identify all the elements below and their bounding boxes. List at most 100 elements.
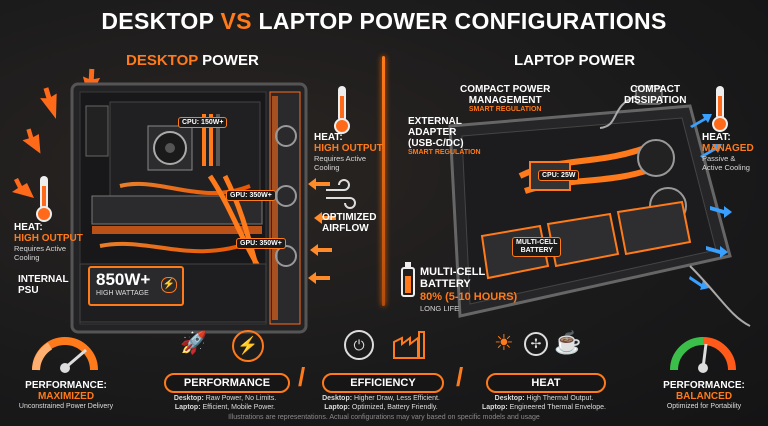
- heat-desktop-text: High Thermal Output.: [524, 395, 594, 402]
- dissipation-line-1: COMPACT: [630, 84, 681, 95]
- perf-max-line-1: PERFORMANCE:: [25, 380, 107, 391]
- laptop-illustration: [401, 85, 751, 327]
- thermometer-icon-laptop: [712, 86, 728, 132]
- battery-label: MULTI-CELL BATTERY 80% (5-10 HOURS) LONG…: [420, 266, 517, 313]
- heat-desc: Desktop: High Thermal Output. Laptop: En…: [466, 394, 622, 412]
- dissipation-label: COMPACT DISSIPATION: [624, 84, 686, 106]
- heat-desc-1: Passive &: [702, 154, 736, 163]
- heat-desc-2: Cooling: [314, 163, 340, 172]
- lightning-icon: ⚡: [161, 277, 177, 293]
- efficiency-desc: Desktop: Higher Draw, Less Efficient. La…: [306, 394, 456, 412]
- separator-slash-2: /: [456, 362, 464, 392]
- eff-desktop-text: Higher Draw, Less Efficient.: [352, 395, 440, 402]
- gpu-tag-desktop-1: GPU: 350W+: [226, 190, 276, 201]
- psu-label-2: PSU: [18, 285, 39, 296]
- thermometer-icon-right: [334, 86, 350, 134]
- heat-label: HEAT:: [314, 132, 343, 143]
- title-part-2: LAPTOP POWER CONFIGURATIONS: [251, 8, 667, 34]
- sun-icon: ☀: [494, 330, 514, 355]
- desktop-heat-right: HEAT: HIGH OUTPUT Requires Active Coolin…: [314, 132, 383, 172]
- heat-desc-2: Cooling: [14, 253, 40, 262]
- adapter-line-3: (USB-C/DC): [408, 138, 464, 149]
- performance-pill: PERFORMANCE: [164, 373, 290, 393]
- heat-laptop-label: Laptop:: [482, 404, 508, 411]
- battery-value: 80% (5-10 HOURS): [420, 291, 518, 303]
- power-mgmt-line-2: MANAGEMENT: [468, 95, 542, 106]
- power-mgmt-sub: SMART REGULATION: [468, 106, 542, 113]
- psu-box: 850W+ HIGH WATTAGE ⚡: [88, 266, 184, 306]
- battery-line-2: BATTERY: [420, 278, 471, 290]
- heat-value: HIGH OUTPUT: [14, 233, 83, 244]
- battery-tag-line-1: MULTI-CELL: [516, 239, 558, 246]
- power-mgmt-line-1: COMPACT POWER: [460, 84, 551, 95]
- plug-icon: ⏻: [344, 330, 374, 360]
- cpu-tag-desktop: CPU: 150W+: [178, 117, 228, 128]
- eff-desktop-label: Desktop:: [322, 395, 353, 402]
- psu-wattage: 850W+: [96, 270, 151, 289]
- perf-desktop-text: Raw Power, No Limits.: [203, 395, 277, 402]
- center-divider: [382, 56, 385, 306]
- factory-icon: [393, 331, 425, 359]
- heat-desc-2: Active Cooling: [702, 163, 750, 172]
- thermometer-icon-left: [36, 176, 52, 222]
- perf-balanced-line-2: BALANCED: [675, 391, 733, 402]
- perf-laptop-label: Laptop:: [174, 404, 201, 411]
- heat-desktop-label: Desktop:: [494, 395, 525, 402]
- heat-value: HIGH OUTPUT: [314, 143, 383, 154]
- perf-balanced-desc: Optimized for Portability: [666, 403, 742, 410]
- battery-line-1: MULTI-CELL: [420, 266, 486, 278]
- perf-laptop-text: Efficient, Mobile Power.: [200, 404, 276, 411]
- heat-laptop-text: Engineered Thermal Envelope.: [507, 404, 606, 411]
- heat-label: HEAT:: [14, 222, 43, 233]
- dissipation-line-2: DISSIPATION: [624, 95, 687, 106]
- desktop-heading-rest: POWER: [197, 52, 259, 69]
- coffee-cup-icon: ☕: [554, 330, 582, 355]
- adapter-line-2: ADAPTER: [408, 127, 457, 138]
- laptop-heat: HEAT: MANAGED Passive & Active Cooling: [702, 132, 754, 172]
- separator-slash-1: /: [298, 362, 306, 392]
- adapter-sub: SMART REGULATION: [408, 149, 481, 156]
- title-vs: VS: [220, 8, 252, 34]
- gauge-icon-balanced: [670, 337, 736, 373]
- heat-desc-1: Requires Active: [14, 244, 67, 253]
- psu-label: INTERNAL PSU: [18, 274, 69, 296]
- airflow-line-1: OPTIMIZED: [322, 212, 377, 223]
- gauge-icon-max: [32, 337, 98, 373]
- heat-value: MANAGED: [702, 143, 754, 154]
- eff-laptop-label: Laptop:: [324, 404, 350, 411]
- gpu-tag-desktop-2: GPU: 350W+: [236, 238, 286, 249]
- battery-tag-laptop: MULTI-CELL BATTERY: [512, 237, 562, 257]
- battery-sub: LONG LIFE: [420, 304, 460, 313]
- desktop-heading-accent: DESKTOP: [126, 52, 198, 69]
- footer-disclaimer: Illustrations are representations. Actua…: [228, 414, 540, 421]
- page-title: DESKTOP VS LAPTOP POWER CONFIGURATIONS: [0, 8, 768, 35]
- desktop-heat-left: HEAT: HIGH OUTPUT Requires Active Coolin…: [14, 222, 83, 262]
- efficiency-pill: EFFICIENCY: [322, 373, 444, 393]
- eff-laptop-text: Optimized, Battery Friendly.: [349, 404, 438, 411]
- perf-desktop-label: Desktop:: [173, 395, 204, 402]
- title-part-1: DESKTOP: [101, 8, 221, 34]
- cpu-tag-laptop: CPU: 25W: [538, 170, 580, 181]
- battery-tag-line-2: BATTERY: [520, 247, 553, 254]
- airflow-label: OPTIMIZED AIRFLOW: [322, 212, 376, 234]
- psu-wattage-sub: HIGH WATTAGE: [96, 290, 149, 297]
- battery-icon: [401, 262, 415, 297]
- heat-desc-1: Requires Active: [314, 154, 367, 163]
- perf-balanced-line-1: PERFORMANCE:: [663, 380, 745, 391]
- power-management-label: COMPACT POWER MANAGEMENT SMART REGULATIO…: [460, 84, 550, 113]
- lightning-icon: ⚡: [232, 330, 264, 362]
- airflow-arrows-icon: [308, 178, 336, 284]
- performance-desc: Desktop: Raw Power, No Limits. Laptop: E…: [150, 394, 300, 412]
- fan-icon: ✢: [524, 332, 548, 356]
- wind-icon: [326, 179, 356, 209]
- airflow-line-2: AIRFLOW: [322, 223, 369, 234]
- laptop-heading: LAPTOP POWER: [514, 52, 636, 69]
- cooling-arrows-icon: [689, 114, 732, 290]
- heat-label: HEAT:: [702, 132, 731, 143]
- psu-label-1: INTERNAL: [18, 274, 69, 285]
- perf-max-line-2: MAXIMIZED: [37, 391, 95, 402]
- performance-balanced: PERFORMANCE: BALANCED Optimized for Port…: [648, 380, 760, 411]
- heat-pill: HEAT: [486, 373, 606, 393]
- rocket-icon: 🚀: [180, 330, 208, 355]
